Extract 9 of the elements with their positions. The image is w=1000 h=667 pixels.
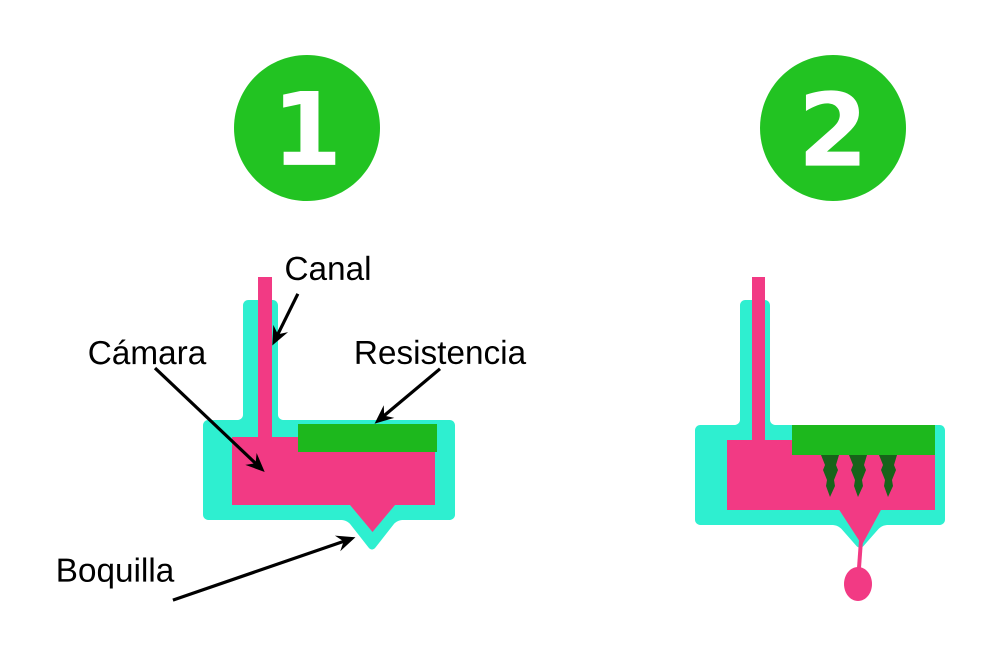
ink-channel bbox=[258, 277, 272, 440]
nozzle bbox=[350, 505, 395, 532]
heating-resistor bbox=[298, 424, 437, 452]
part-label: Cámara bbox=[89, 340, 206, 364]
part-label: Canal bbox=[286, 256, 370, 280]
part-label: Boquilla bbox=[58, 557, 174, 589]
step-number: 2 bbox=[760, 55, 906, 201]
part-label: Resistencia bbox=[356, 340, 526, 364]
step-number: 1 bbox=[234, 55, 380, 201]
